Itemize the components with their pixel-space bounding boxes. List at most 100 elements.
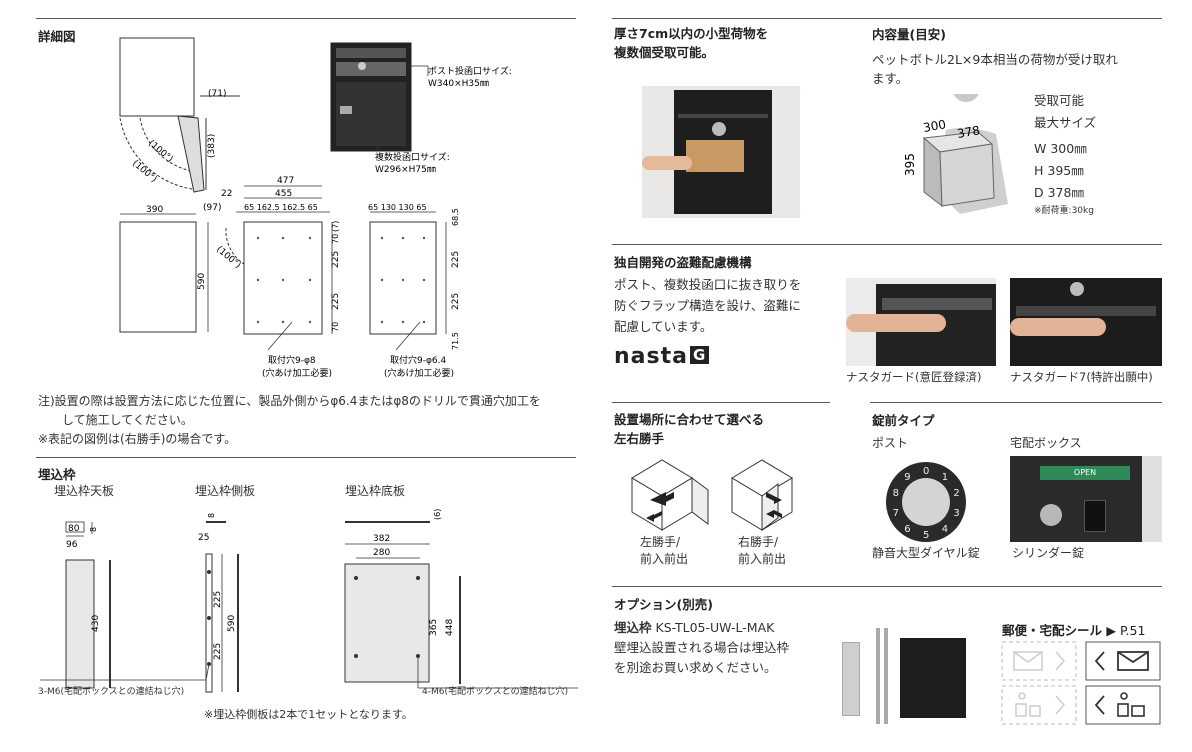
- dim-7: (7): [331, 221, 340, 232]
- frame-430: 430: [91, 615, 101, 632]
- option-top-photo: [842, 642, 860, 716]
- top-rule: [36, 18, 576, 19]
- dim-71-5: 71.5: [451, 332, 460, 350]
- left-hand-label: 左勝手/ 前入前出: [640, 535, 689, 566]
- lock-title: 錠前タイプ: [872, 413, 935, 428]
- dim-455: 455: [275, 189, 292, 199]
- dim-477: 477: [277, 176, 294, 186]
- frame-80: 80: [68, 524, 80, 534]
- dim-97: (97): [203, 203, 221, 213]
- small-parcel-photo: [642, 86, 800, 218]
- frame-side-590: 590: [227, 615, 237, 632]
- option-bottom-photo: [900, 638, 966, 718]
- hand-rule: [612, 402, 830, 403]
- frame-bottom-448: 448: [445, 619, 455, 636]
- dial-digit: 0: [923, 466, 929, 477]
- antitheft-text: ポスト、複数投函口に抜き取りを 防ぐフラップ構造を設け、盗難に 配慮しています。: [614, 277, 802, 334]
- frame-rule: [36, 457, 576, 458]
- detail-drawing: (71) (383) (100°) (100°) ポスト投函口サイズ: W340…: [119, 37, 512, 379]
- option-text: 埋込枠 KS-TL05-UW-L-MAK 壁埋込設置される場合は埋込枠 を別途お…: [614, 620, 790, 675]
- install-note: 注)設置の際は設置方法に応じた位置に、製品外側からφ6.4またはφ8のドリルで貫…: [38, 394, 541, 446]
- dim-225c: 225: [451, 251, 461, 268]
- frame-note: ※埋込枠側板は2本で1セットとなります。: [204, 708, 413, 721]
- hand-figures: [631, 459, 793, 531]
- multi-opening-label: 複数投函口サイズ:: [375, 151, 450, 163]
- holes-a-note: (穴あけ加工必要): [262, 367, 332, 379]
- guard2-photo: [1010, 278, 1162, 366]
- frame-top-label: 埋込枠天板: [54, 484, 115, 498]
- frame-8: 8: [89, 527, 98, 532]
- lock-box-label: 宅配ボックス: [1010, 436, 1082, 450]
- hand-title: 設置場所に合わせて選べる 左右勝手: [614, 412, 765, 446]
- dial-digit: 5: [923, 530, 929, 541]
- dial-digit: 8: [893, 488, 899, 499]
- frame-bottom-365: 365: [429, 619, 439, 636]
- dim-225b: 225: [331, 293, 341, 310]
- max-size: 受取可能 最大サイズ W 300㎜ H 395㎜ D 378㎜ ※耐荷重:30k…: [1034, 93, 1097, 216]
- screw-a: 3-M6(宅配ボックスとの連結ねじ穴): [38, 687, 185, 697]
- dim-angle-a: (100°): [146, 139, 174, 165]
- dial-digit: 7: [893, 508, 899, 519]
- dial-digit: 6: [904, 524, 910, 535]
- capacity-figure: 300 378 395: [903, 94, 1008, 214]
- detail-title: 詳細図: [38, 29, 76, 44]
- dim-71: (71): [208, 89, 226, 99]
- dial-lock-caption: 静音大型ダイヤル錠: [872, 546, 980, 560]
- dim-390: 390: [146, 205, 163, 215]
- sticker-title: 郵便・宅配シール ▶ P.51: [1002, 623, 1146, 638]
- box-d: 378: [956, 123, 981, 141]
- frame-bottom-6: (6): [433, 509, 442, 520]
- antitheft-title: 独自開発の盗難配慮機構: [614, 255, 752, 270]
- dial-digit: 1: [942, 472, 948, 483]
- post-opening-size: W340×H35㎜: [428, 79, 489, 89]
- frame-side-label: 埋込枠側板: [195, 484, 256, 498]
- sticker-figures: [1001, 641, 1161, 725]
- capacity-title: 内容量(目安): [872, 27, 946, 42]
- dial-lock-figure: 0 12 34 5 67 89: [886, 462, 966, 542]
- frame-drawing: 80 96 8 430 8 25 225 590 225 (6) 382 280…: [40, 509, 578, 693]
- option-rule: [612, 586, 1162, 587]
- dim-front-cols: 65 162.5 162.5 65: [244, 203, 318, 212]
- frame-bottom-382: 382: [373, 534, 390, 544]
- cylinder-lock-caption: シリンダー錠: [1012, 546, 1085, 560]
- antitheft-rule: [612, 244, 1162, 245]
- frame-bottom-280: 280: [373, 548, 390, 558]
- dim-angle-c: (100°): [214, 245, 242, 271]
- option-side-photo-b: [884, 628, 888, 724]
- frame-title: 埋込枠: [38, 467, 76, 482]
- dim-68-5: 68.5: [451, 208, 460, 226]
- dial-digit: 4: [942, 524, 948, 535]
- holes-b-note: (穴あけ加工必要): [384, 367, 454, 379]
- frame-bottom-label: 埋込枠底板: [345, 484, 406, 498]
- dim-70b: 70: [331, 322, 340, 332]
- dim-590: 590: [197, 273, 207, 290]
- lock-rule: [870, 402, 1162, 403]
- screw-b: 4-M6(宅配ボックスとの連結ねじ穴): [422, 687, 569, 697]
- frame-side-225a: 225: [213, 591, 223, 608]
- post-opening-label: ポスト投函口サイズ:: [428, 65, 512, 77]
- dial-digit: 3: [953, 508, 959, 519]
- multi-opening-size: W296×H75㎜: [375, 165, 436, 175]
- dim-383: (383): [207, 134, 217, 158]
- dim-angle-b: (100°): [130, 159, 158, 185]
- small-parcel-title: 厚さ7cm以内の小型荷物を 複数個受取可能。: [614, 26, 769, 60]
- guard2-caption: ナスタガード7(特許出願中): [1010, 370, 1153, 384]
- holes-b: 取付穴9-φ6.4: [390, 354, 446, 366]
- dim-225d: 225: [451, 293, 461, 310]
- option-title: オプション(別売): [614, 597, 713, 612]
- open-indicator: OPEN: [1040, 466, 1130, 480]
- dim-225a: 225: [331, 251, 341, 268]
- dial-digit: 9: [904, 472, 910, 483]
- frame-96: 96: [66, 540, 78, 550]
- cylinder-lock-photo: OPEN: [1010, 456, 1162, 542]
- box-w: 300: [922, 117, 947, 135]
- right-top-rule: [612, 18, 1162, 19]
- frame-side-25: 25: [198, 533, 209, 543]
- option-side-photo-a: [876, 628, 880, 724]
- box-h: 395: [903, 153, 917, 176]
- dial-digit: 2: [953, 488, 959, 499]
- dim-70a: 70: [331, 234, 340, 244]
- dim-22: 22: [221, 189, 232, 199]
- guard1-photo: [846, 278, 996, 366]
